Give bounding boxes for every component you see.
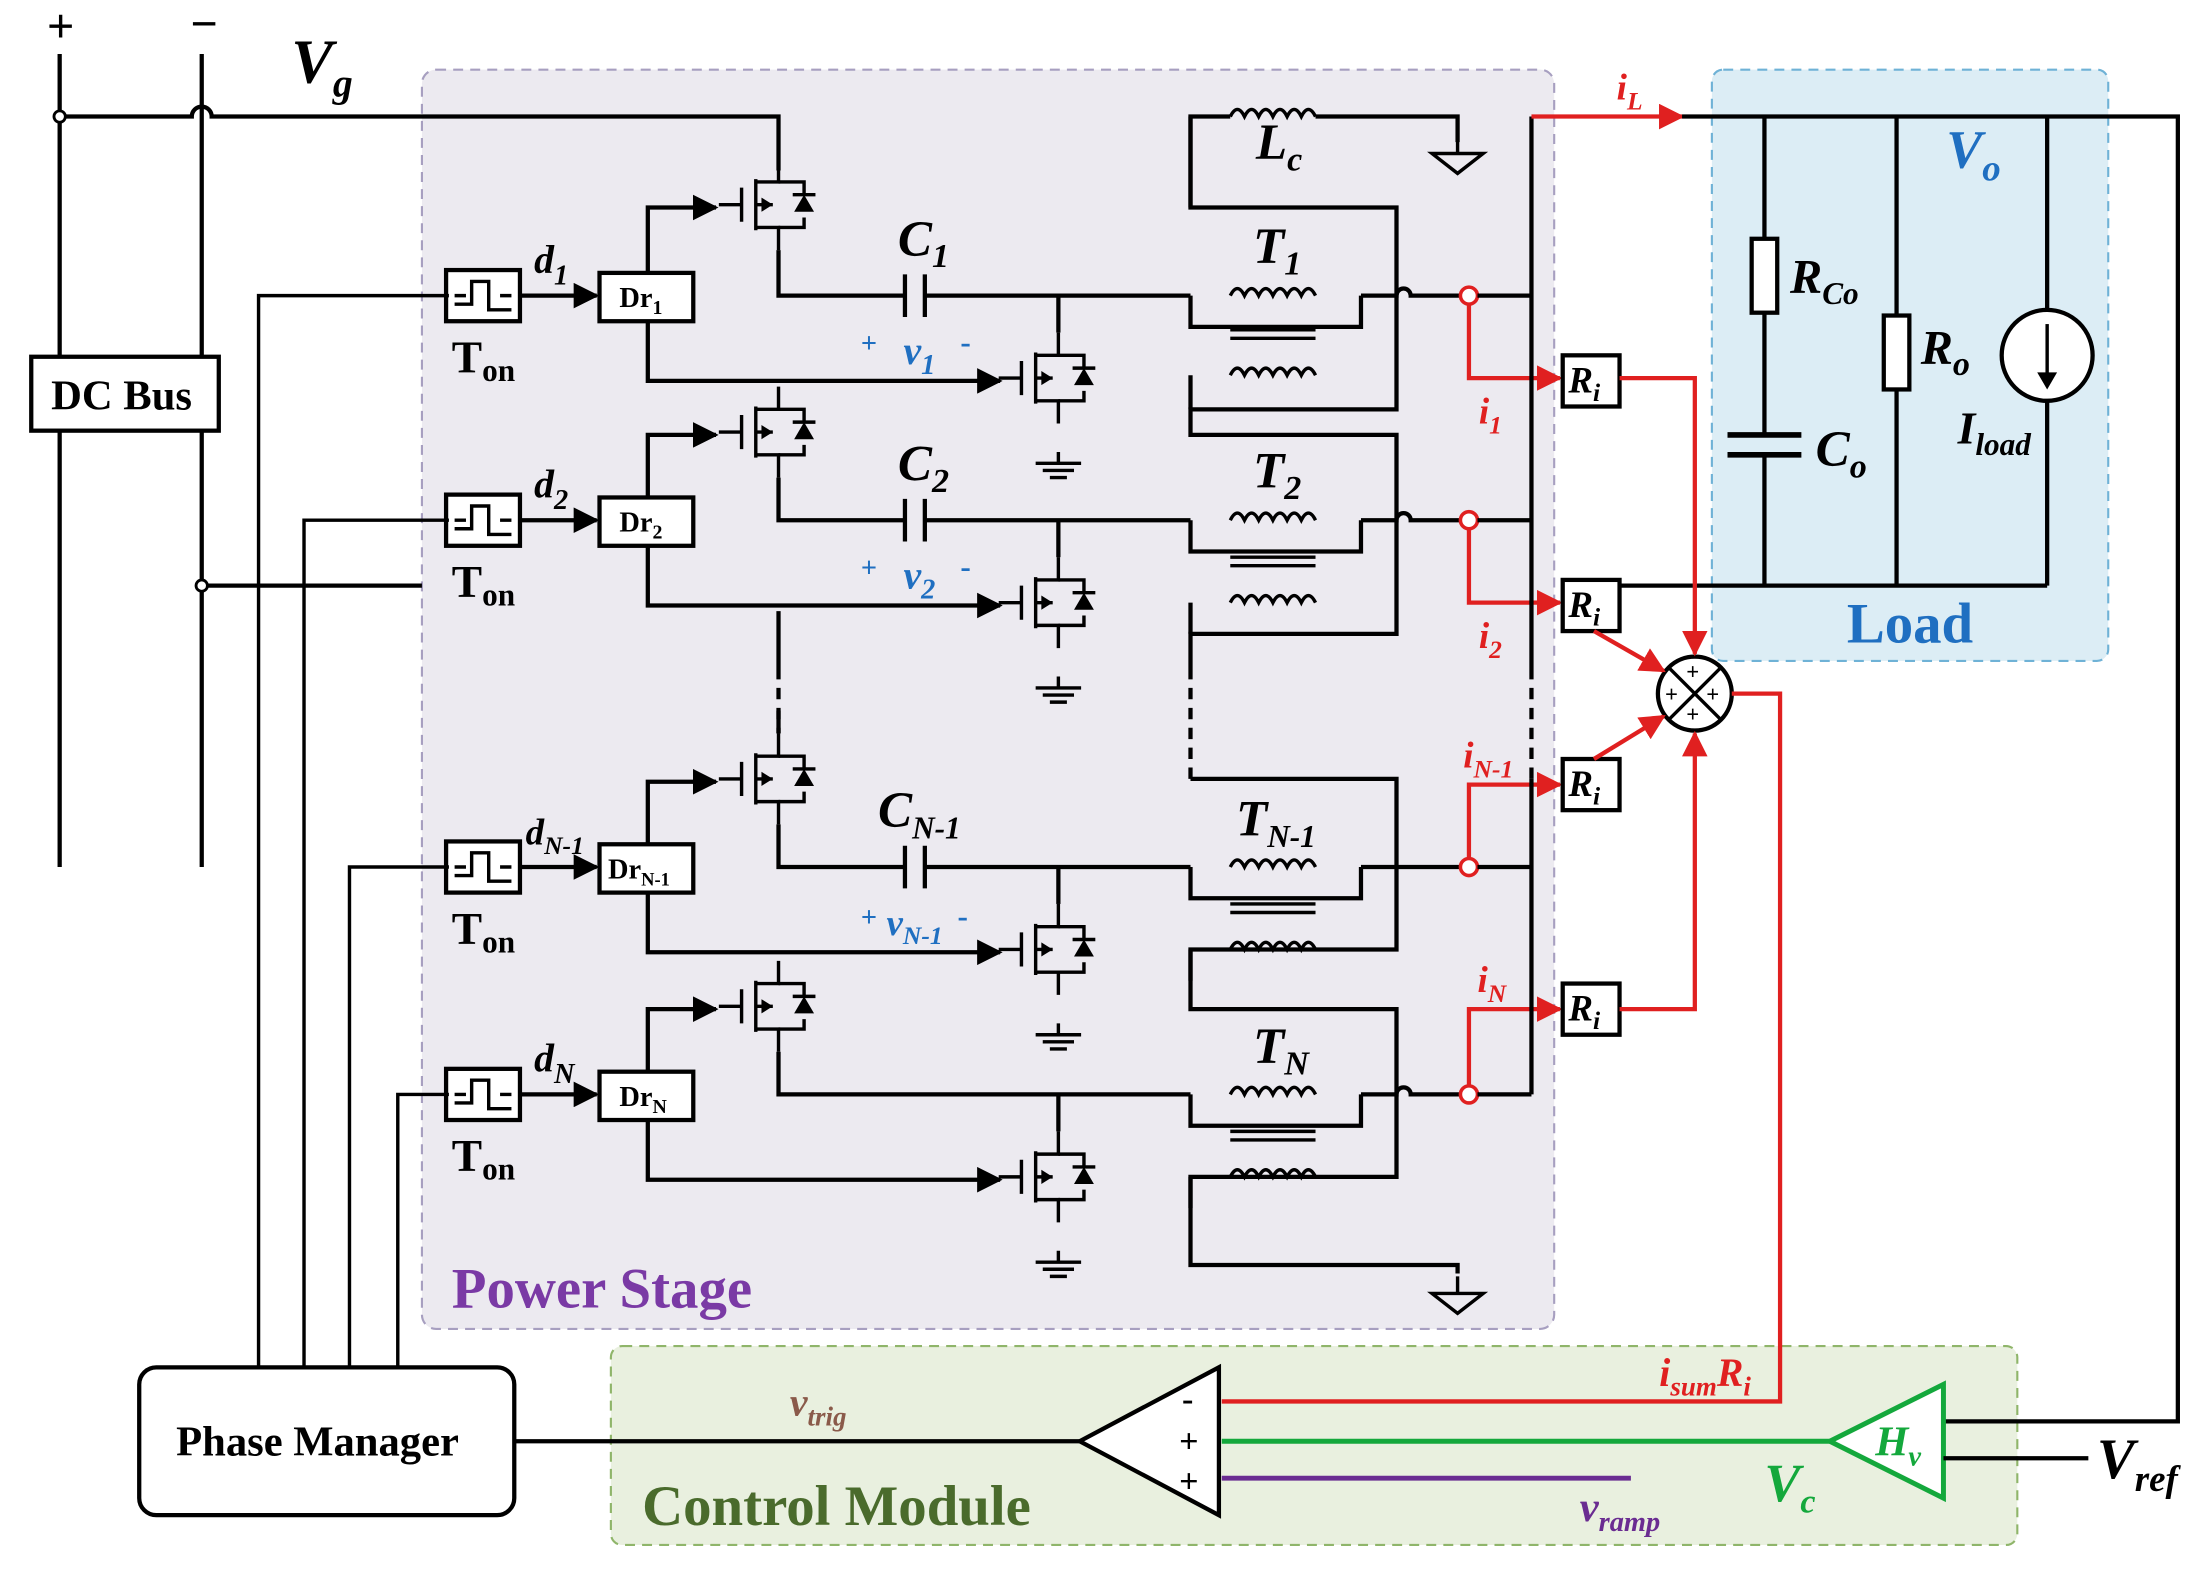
svg-text:+: +	[1179, 1463, 1198, 1500]
load-label: Load	[1847, 592, 1973, 655]
transformer-label: TN-1	[1236, 791, 1316, 854]
duty-label: d1	[534, 238, 568, 291]
svg-text:+: +	[1706, 682, 1719, 707]
phase-2: Ton d2 Dr2 C2 + - v2 T2 i2 Ri	[446, 384, 1622, 704]
vref-label: Vref	[2097, 1428, 2182, 1499]
svg-text:-: -	[1182, 1381, 1193, 1418]
phase-1: Ton d1 Dr1 C1 + - v1 T1 i1 Ri	[446, 157, 1622, 480]
iload-label: Iload	[1957, 402, 2032, 461]
load-top-bus	[1682, 114, 2180, 1424]
phase-n-minus-1: Ton dN-1 DrN-1 CN-1 + - vN-1 TN-1 iN-1 R…	[446, 731, 1622, 1051]
control-module-region	[609, 1344, 2019, 1547]
sense-resistor-label: Ri	[1567, 359, 1600, 407]
vramp-label: vramp	[1580, 1484, 1660, 1538]
ton-label: Ton	[452, 903, 515, 960]
driver-label: Dr1	[619, 283, 662, 319]
cap-voltage-label: vN-1	[886, 902, 942, 950]
svg-text:+: +	[1686, 659, 1699, 684]
phase-continuation-dash	[776, 668, 1534, 779]
hv-label: Hv	[1874, 1418, 1921, 1472]
v-minus: -	[960, 324, 970, 359]
phase-manager-label: Phase Manager	[176, 1418, 459, 1465]
duty-label: dN	[534, 1037, 576, 1090]
duty-label: d2	[534, 462, 568, 515]
svg-text:+: +	[1179, 1424, 1198, 1461]
vg-node	[52, 109, 67, 124]
phase-current-label: i2	[1479, 615, 1502, 664]
vg-wire	[59, 104, 781, 171]
power-stage-label: Power Stage	[452, 1258, 752, 1321]
phase-manager-outputs	[256, 293, 449, 1368]
capacitor-label: CN-1	[878, 782, 961, 845]
rail-minus-sign: −	[190, 0, 218, 51]
v-minus: -	[960, 549, 970, 584]
phase-current-label: i1	[1479, 391, 1502, 440]
co-label: Co	[1816, 421, 1867, 485]
cap-voltage-label: v2	[904, 553, 936, 605]
v-plus: +	[861, 903, 877, 934]
phase-manager-box	[137, 1365, 517, 1518]
v-plus: +	[861, 553, 877, 584]
sense-resistor-label: Ri	[1567, 763, 1600, 811]
capacitor-label: C2	[898, 435, 949, 499]
v-plus: +	[861, 328, 877, 359]
vo-label: Vo	[1946, 120, 2000, 189]
co-capacitor	[1727, 432, 1802, 458]
transformer-label: TN	[1253, 1018, 1310, 1082]
transformer-label: T2	[1253, 443, 1301, 507]
isum-label: isumRi	[1659, 1351, 1751, 1402]
svg-text:+: +	[1686, 702, 1699, 727]
ton-label: Ton	[452, 556, 515, 613]
driver-label: Dr2	[619, 508, 662, 544]
ground-return-node	[194, 578, 209, 593]
power-stage-region	[420, 68, 1556, 1331]
ro-resistor	[1881, 313, 1912, 392]
dc-bus-label: DC Bus	[51, 372, 192, 419]
ton-label: Ton	[452, 331, 515, 388]
rco-label: RCo	[1789, 251, 1859, 311]
isum-wire	[1221, 691, 1783, 1404]
driver-label: DrN-1	[608, 854, 670, 889]
vtrig-label: vtrig	[790, 1381, 847, 1432]
ton-label: Ton	[452, 1130, 515, 1187]
phase-current-label: iN	[1477, 959, 1507, 1008]
duty-label: dN-1	[526, 811, 584, 860]
control-module-label: Control Module	[642, 1475, 1031, 1538]
sense-resistor-label: Ri	[1567, 988, 1600, 1036]
vc-label: Vc	[1764, 1453, 1815, 1520]
driver-label: DrN	[619, 1082, 667, 1118]
v-minus: -	[958, 899, 968, 934]
lc-inductor-wire	[1188, 114, 1460, 208]
cap-voltage-label: v1	[904, 329, 936, 381]
hv-block	[1824, 1380, 1946, 1503]
ro-label: Ro	[1920, 322, 1970, 383]
svg-text:+: +	[1665, 682, 1678, 707]
phase-current-label: iN-1	[1463, 735, 1513, 784]
vg-label: Vg	[291, 26, 353, 105]
sense-resistor-label: Ri	[1567, 584, 1600, 632]
lc-label: Lc	[1255, 114, 1302, 178]
rail-plus-sign: +	[47, 1, 75, 54]
il-label: iL	[1617, 66, 1643, 115]
secondary-chain	[1188, 116, 1460, 1274]
transformer-label: T1	[1253, 218, 1301, 282]
comparator	[1075, 1363, 1222, 1519]
rco-resistor	[1749, 236, 1780, 315]
dc-bus-box	[29, 354, 221, 433]
capacitor-label: C1	[898, 211, 949, 275]
